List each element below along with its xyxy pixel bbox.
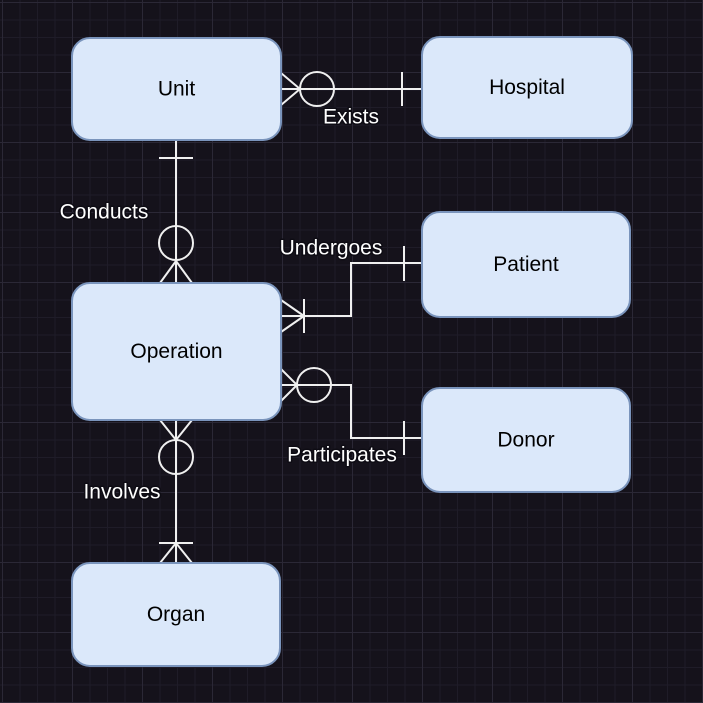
entity-box[interactable]: [71, 37, 282, 141]
cardinality-mark-icon: [175, 542, 193, 564]
relationship-undergoes[interactable]: Undergoes: [278, 235, 422, 334]
entity-box[interactable]: [71, 282, 282, 421]
entity-label: Operation: [130, 340, 222, 363]
cardinality-mark-icon: [280, 368, 298, 386]
cardinality-mark-icon: [159, 419, 177, 441]
relationship-participates[interactable]: Participates: [280, 367, 422, 468]
relationship-conducts[interactable]: Conducts: [58, 140, 194, 284]
cardinality-mark-icon: [280, 384, 298, 402]
cardinality-mark-icon: [159, 260, 177, 284]
relationship-label: Involves: [83, 481, 160, 504]
relationship-involves[interactable]: Involves: [82, 419, 194, 564]
cardinality-mark-icon: [175, 419, 193, 441]
cardinality-mark-icon: [280, 315, 305, 333]
cardinality-circle-icon: [296, 367, 332, 403]
cardinality-circle-icon: [158, 439, 194, 475]
cardinality-mark-icon: [280, 88, 301, 106]
cardinality-mark-icon: [280, 299, 305, 317]
entity-label: Patient: [493, 253, 559, 276]
cardinality-circle-icon: [158, 225, 194, 261]
entity-box[interactable]: [421, 387, 631, 493]
entity-label: Hospital: [489, 76, 565, 99]
relationship-label: Undergoes: [280, 237, 383, 260]
cardinality-circle-icon: [299, 71, 335, 107]
entity-label: Organ: [147, 603, 205, 626]
entity-operation[interactable]: Operation: [71, 282, 282, 421]
relationship-exists[interactable]: Exists: [280, 71, 422, 130]
entity-patient[interactable]: Patient: [421, 211, 631, 318]
entity-organ[interactable]: Organ: [71, 562, 281, 667]
relationship-label: Participates: [287, 444, 397, 467]
relationship-line[interactable]: [281, 262, 422, 317]
entity-donor[interactable]: Donor: [421, 387, 631, 493]
entity-box[interactable]: [71, 562, 281, 667]
relationship-label: Exists: [323, 106, 379, 129]
entity-hospital[interactable]: Hospital: [421, 36, 633, 139]
cardinality-mark-icon: [159, 542, 177, 564]
relationship-line[interactable]: [281, 384, 422, 439]
entity-label: Donor: [497, 429, 554, 452]
entity-box[interactable]: [421, 36, 633, 139]
entity-unit[interactable]: Unit: [71, 37, 282, 141]
cardinality-mark-icon: [175, 260, 193, 284]
cardinality-mark-icon: [280, 72, 301, 90]
relationship-label: Conducts: [60, 201, 149, 224]
entity-label: Unit: [158, 78, 196, 101]
entity-box[interactable]: [421, 211, 631, 318]
